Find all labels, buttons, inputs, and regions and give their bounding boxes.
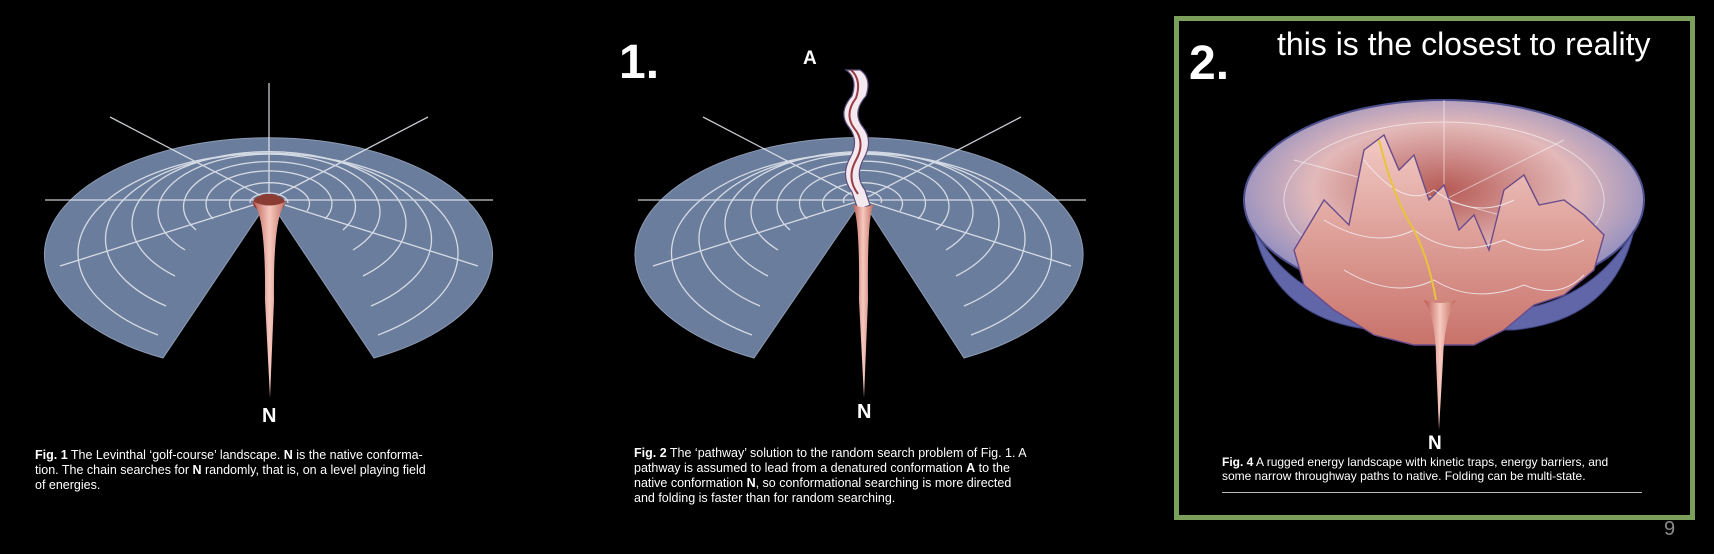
page-number: 9 [1664,518,1676,540]
native-state-label: N [857,401,872,423]
fig4-caption: Fig. 4 A rugged energy landscape with ki… [1222,455,1609,483]
fig1-panel: N Fig. 1 The Levinthal ‘golf-course’ lan… [0,0,560,554]
rugged-landscape-diagram [1243,99,1645,430]
fig2-caption: Fig. 2 The ‘pathway’ solution to the ran… [634,446,1027,505]
pathway-landscape-diagram [634,69,1086,398]
fig4-caption-fig: Fig. 4 [1222,455,1254,469]
golf-course-landscape-diagram [44,83,493,398]
option-2-label: 2. [1189,37,1230,90]
denatured-state-label: A [803,48,817,69]
option-1-label: 1. [619,36,660,89]
fig4-panel: 2. N Fig. 4 A rugged energy landscape wi… [1174,0,1714,554]
native-funnel [252,201,287,398]
caption-divider [1222,492,1642,493]
fig1-caption: Fig. 1 The Levinthal ‘golf-course’ lands… [35,448,426,492]
fig1-caption-fig: Fig. 1 [35,448,68,462]
disc-grid [45,83,493,336]
closest-to-reality-note: this is the closest to reality [1277,26,1651,62]
folding-pathway-groove [843,69,871,211]
native-funnel [1424,300,1456,430]
kinetic-trap-peaks [1293,133,1605,346]
native-funnel [852,204,874,398]
fig2-panel: 1. A N Fig. 2 The ‘pathway’ solution to … [560,0,1120,554]
native-state-label: N [1428,433,1442,454]
highlight-border [1174,16,1695,520]
native-state-label: N [262,405,277,427]
fig2-caption-fig: Fig. 2 [634,446,667,460]
throughway-path [1378,139,1437,301]
